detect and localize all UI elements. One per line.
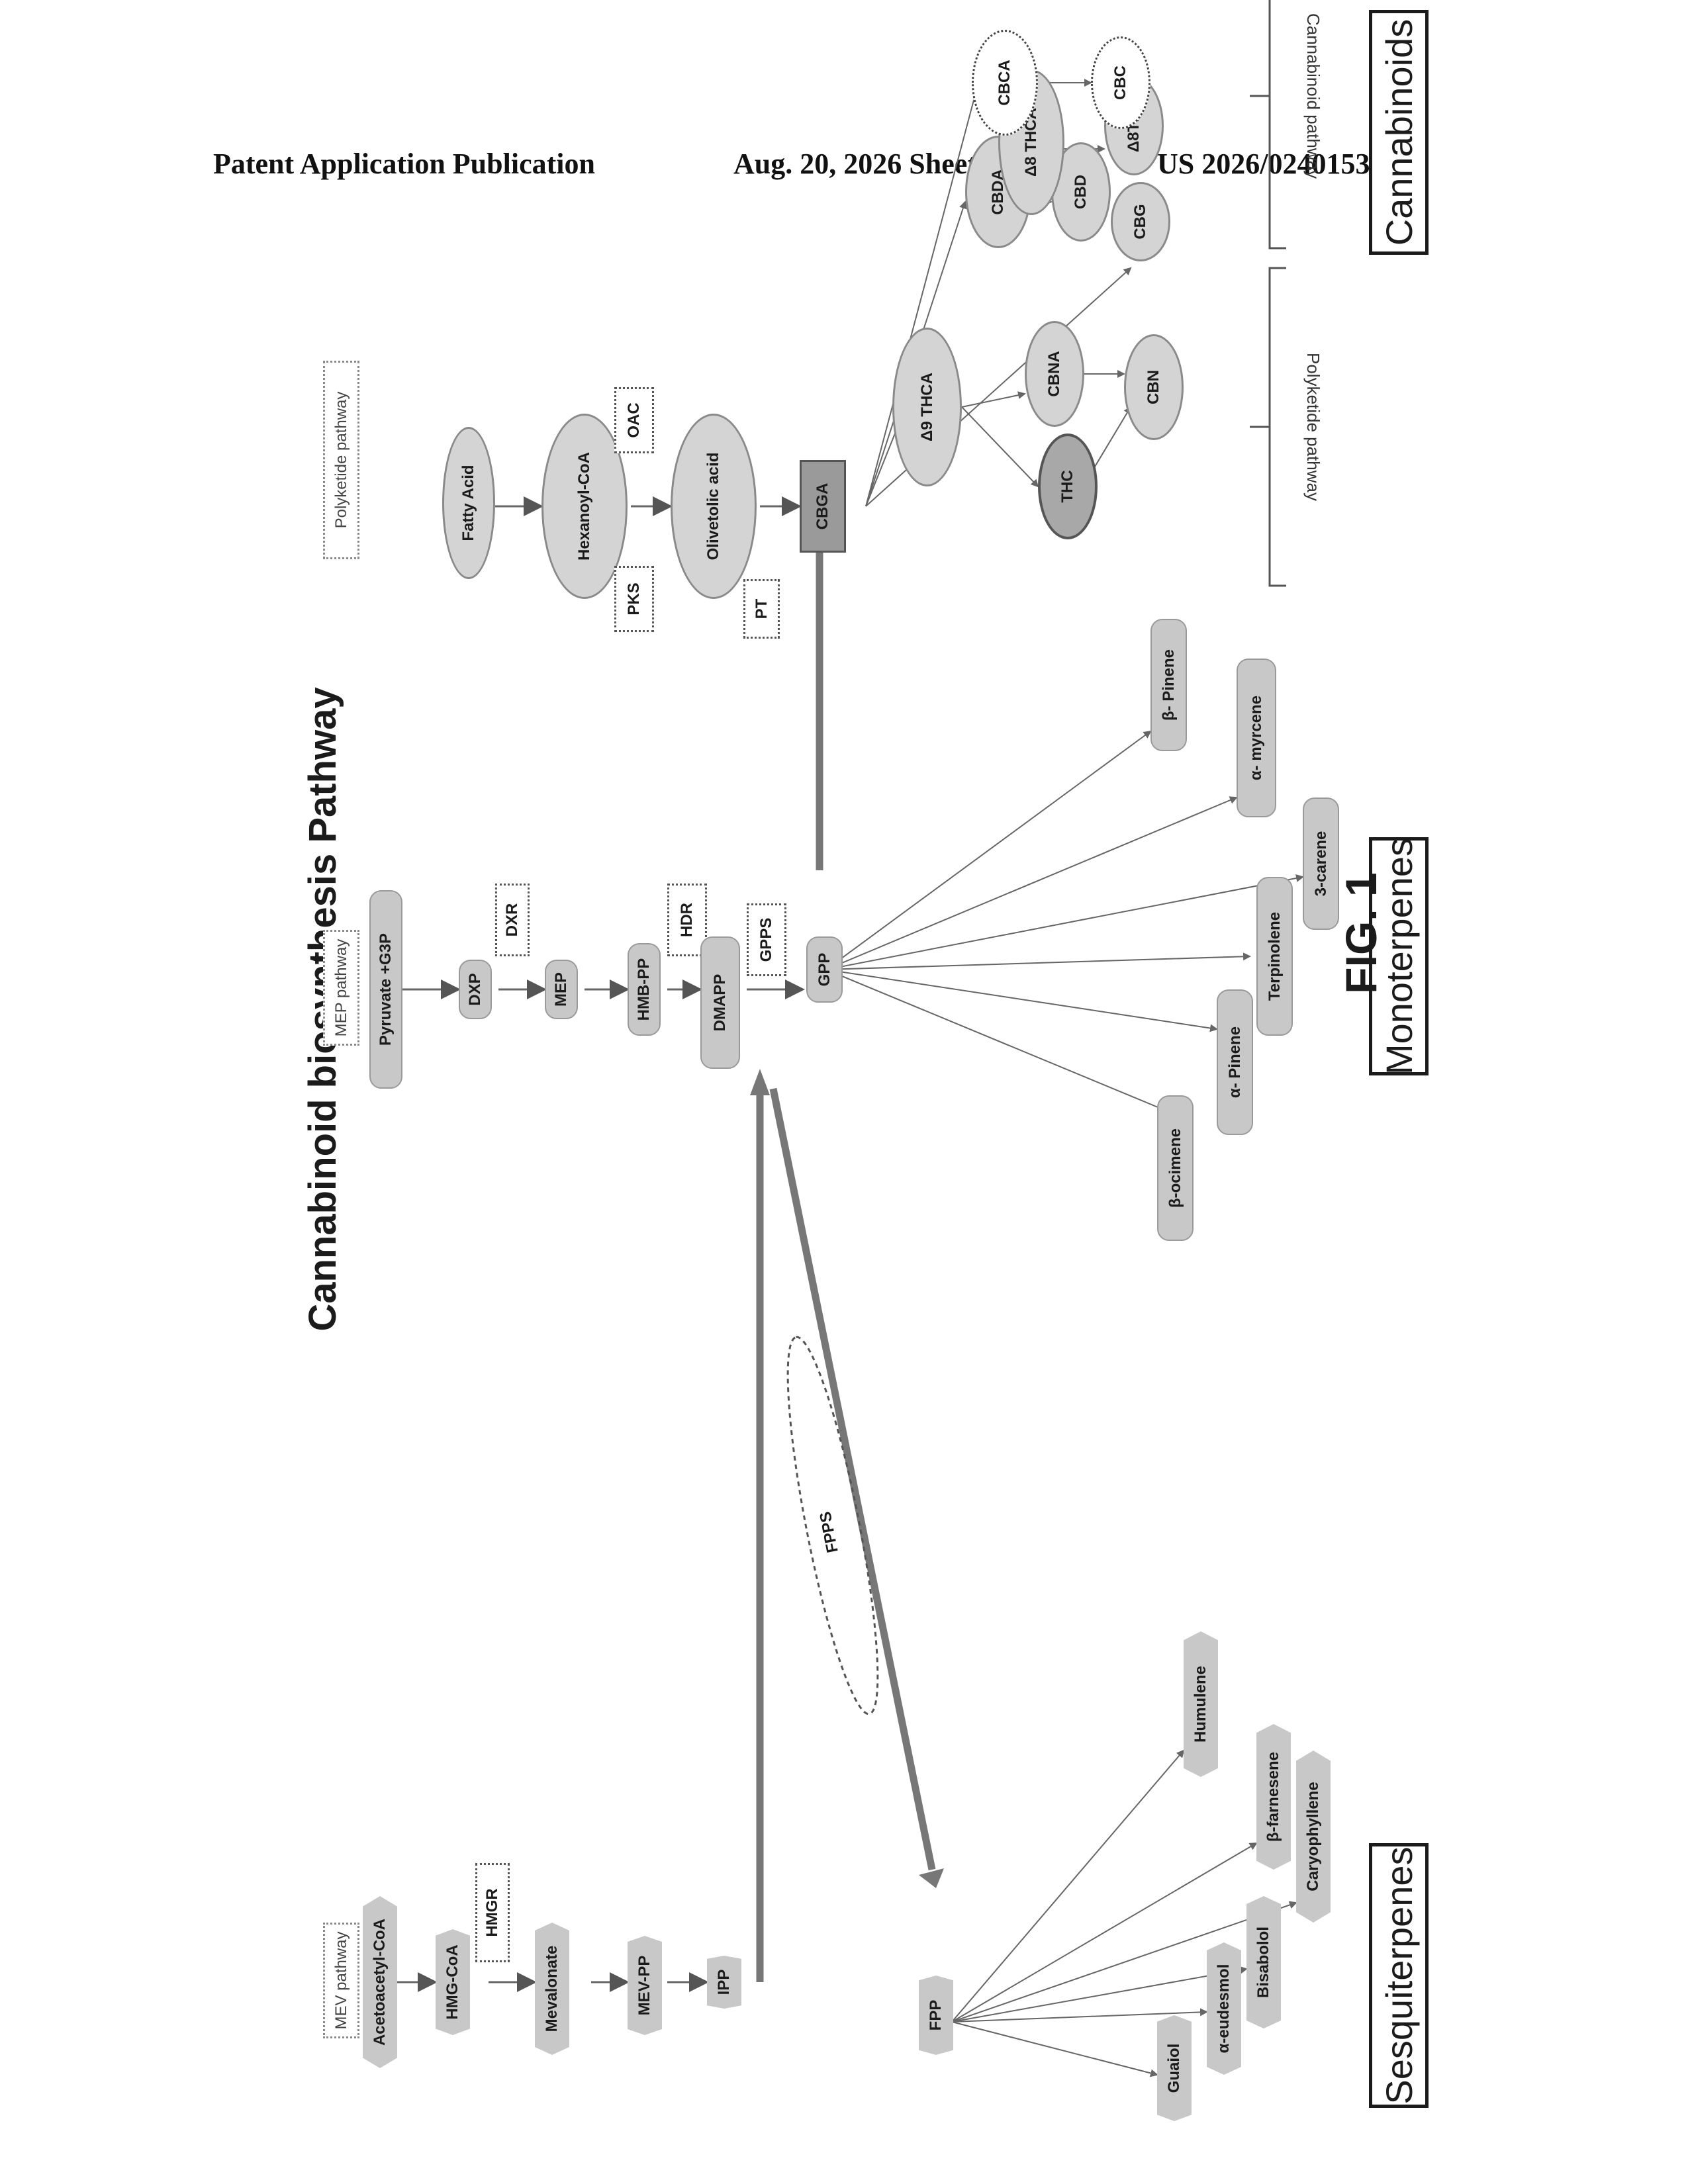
terpinolene-node: Terpinolene	[1256, 877, 1293, 1036]
acetoacetyl-coa-node: Acetoacetyl-CoA	[363, 1896, 397, 2068]
guaiol-node: Guaiol	[1157, 2015, 1192, 2121]
a-myrcene-node: α- myrcene	[1237, 659, 1276, 817]
mep-node: MEP	[545, 960, 578, 1019]
mev-pathway-label: MEV pathway	[323, 1923, 359, 2038]
a-pinene-node: α- Pinene	[1217, 989, 1253, 1135]
dxr-enzyme: DXR	[495, 884, 530, 956]
cannabinoids-category: Cannabinoids	[1369, 10, 1429, 255]
humulene-node: Humulene	[1184, 1631, 1218, 1777]
olivetolic-acid-node: Olivetolic acid	[671, 414, 757, 599]
dxp-node: DXP	[459, 960, 492, 1019]
cannabinoid-bracket-label: Cannabinoid pathway	[1303, 10, 1323, 182]
dmapp-node: DMAPP	[700, 936, 740, 1069]
arrow-d9thca-thc	[962, 407, 1038, 486]
sesquiterpenes-category: Sesquiterpenes	[1369, 1843, 1429, 2108]
mep-pathway-label: MEP pathway	[323, 930, 359, 1046]
gpp-node: GPP	[806, 936, 843, 1003]
pathway-diagram: Cannabinoid biosynthesis Pathway MEV pat…	[297, 0, 1501, 2121]
b-ocimene-node: β-ocimene	[1157, 1095, 1194, 1241]
pyruvate-g3p-node: Pyruvate +G3P	[369, 890, 402, 1089]
fan-gpp-carene	[826, 877, 1303, 970]
bisabolol-node: Bisabolol	[1246, 1896, 1281, 2028]
3-carene-node: 3-carene	[1303, 797, 1339, 930]
cbn-node: CBN	[1124, 334, 1184, 440]
fan-gpp-terpinolene	[826, 956, 1250, 970]
pks-enzyme: PKS	[614, 566, 654, 632]
big-arrow-dmapp-to-fpp	[773, 1089, 932, 1870]
bracket-cannabinoid	[1270, 0, 1286, 248]
hmgr-enzyme: HMGR	[475, 1863, 510, 1962]
fpp-node: FPP	[919, 1976, 953, 2055]
fan-gpp-bpinene	[826, 731, 1150, 970]
figure-label: FIG. 1	[1336, 834, 1386, 1032]
oac-enzyme: OAC	[614, 387, 654, 453]
big-arrow-head-fpp	[919, 1868, 944, 1888]
caryophyllene-node: Caryophyllene	[1296, 1751, 1331, 1923]
d9thca-node: Δ9 THCA	[892, 328, 962, 486]
cbca-node: CBCA	[972, 30, 1038, 136]
gpps-enzyme: GPPS	[747, 903, 786, 976]
cbna-node: CBNA	[1025, 321, 1084, 427]
polyketide-pathway-label: Polyketide pathway	[323, 361, 359, 559]
fan-fpp-guaiol	[952, 2022, 1157, 2075]
a-eudesmol-node: α-eudesmol	[1207, 1942, 1241, 2075]
hmg-coa-node: HMG-CoA	[436, 1929, 470, 2035]
bracket-polyketide	[1270, 268, 1286, 586]
ipp-node: IPP	[707, 1956, 741, 2009]
cbg-node: CBG	[1111, 182, 1170, 261]
mev-pp-node: MEV-PP	[628, 1936, 662, 2035]
cbga-node: CBGA	[800, 460, 846, 553]
polyketide-bracket-label: Polyketide pathway	[1303, 341, 1323, 513]
pt-enzyme: PT	[743, 579, 780, 639]
mevalonate-node: Mevalonate	[535, 1923, 569, 2055]
arrow-d9thca-cbna	[962, 394, 1025, 407]
b-pinene-node: β- Pinene	[1150, 619, 1187, 751]
cbc-node: CBC	[1091, 36, 1150, 129]
big-arrow-head-dmapp	[750, 1069, 770, 1095]
hmb-pp-node: HMB-PP	[628, 943, 661, 1036]
fatty-acid-node: Fatty Acid	[442, 427, 495, 579]
arrow-thc-cbn	[1091, 407, 1131, 473]
fan-gpp-ocimene	[826, 970, 1177, 1115]
thc-node: THC	[1038, 433, 1098, 539]
fan-gpp-apinene	[826, 970, 1217, 1029]
fan-gpp-myrcene	[826, 797, 1237, 970]
b-farnesene-node: β-farnesene	[1256, 1724, 1291, 1870]
